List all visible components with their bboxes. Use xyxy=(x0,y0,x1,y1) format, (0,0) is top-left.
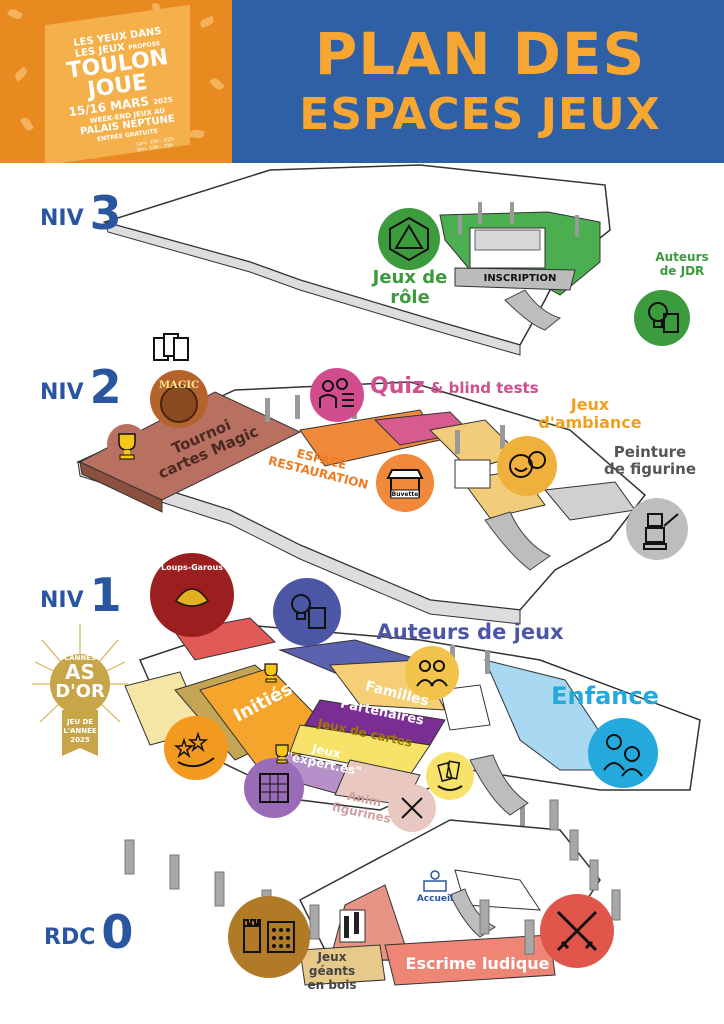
header-banner: LES YEUX DANS LES JEUX PROPOSE TOULON JO… xyxy=(0,0,724,163)
role-playing-dice-icon xyxy=(378,208,440,270)
accueil-label: Accueil xyxy=(416,894,454,904)
cartes-hand-icon xyxy=(426,752,474,800)
cards-stack-icon xyxy=(150,330,190,370)
trophy-magic-icon xyxy=(107,424,147,464)
auteurs-jeux-icon xyxy=(273,578,341,646)
award-year: 2025 xyxy=(70,736,90,744)
level-2-floor xyxy=(75,381,647,625)
anim-figurines-icon xyxy=(388,784,436,832)
accueil-desk-icon xyxy=(420,868,450,894)
award-line2: L'ANNÉE xyxy=(63,727,97,735)
award-as: AS xyxy=(65,660,95,684)
auteurs-jeux-label: Auteurs de jeux xyxy=(376,620,564,644)
page-title-line1: PLAN DES xyxy=(314,20,646,88)
escrime-swords-icon xyxy=(540,894,614,968)
magic-cards-icon: MAGIC xyxy=(150,370,208,428)
magic-label: MAGIC xyxy=(158,380,199,391)
award-top: CANNES xyxy=(63,654,97,662)
pillars xyxy=(124,799,621,955)
buvette-label: Buvette xyxy=(391,491,419,498)
author-jdr-icon xyxy=(634,290,690,346)
inscription-label: INSCRIPTION xyxy=(483,273,557,284)
enfance-label: Enfance xyxy=(551,682,659,710)
award-dor: D'OR xyxy=(55,681,105,702)
trophy-inities-icon xyxy=(258,660,284,686)
enfance-kids-icon xyxy=(588,718,658,788)
as-dor-award-badge: CANNES AS D'OR JEU DE L'ANNÉE 2025 xyxy=(30,622,130,762)
level-1-floor xyxy=(124,617,701,831)
page-title-line2: ESPACES JEUX xyxy=(299,89,661,140)
escrime-label: Escrime ludique xyxy=(405,954,550,973)
trophy-experts-icon xyxy=(270,742,294,766)
loups-garous-icon: Loups-Garous xyxy=(150,553,234,637)
inities-stars-icon xyxy=(164,716,228,780)
event-logo: LES YEUX DANS LES JEUX PROPOSE TOULON JO… xyxy=(0,0,232,163)
quiz-label: Quiz & blind tests xyxy=(370,374,539,399)
level-3-floor xyxy=(102,164,611,356)
geants-chess-icon xyxy=(228,896,310,978)
buvette-stall-icon: Buvette xyxy=(376,454,434,512)
award-line1: JEU DE xyxy=(66,718,94,726)
figurine-painting-icon xyxy=(626,498,688,560)
experts-board-icon xyxy=(244,758,304,818)
familles-icon xyxy=(405,646,459,700)
ambiance-faces-icon xyxy=(497,436,557,496)
quiz-person-icon xyxy=(310,368,364,422)
loups-garous-label: Loups-Garous xyxy=(161,563,223,572)
